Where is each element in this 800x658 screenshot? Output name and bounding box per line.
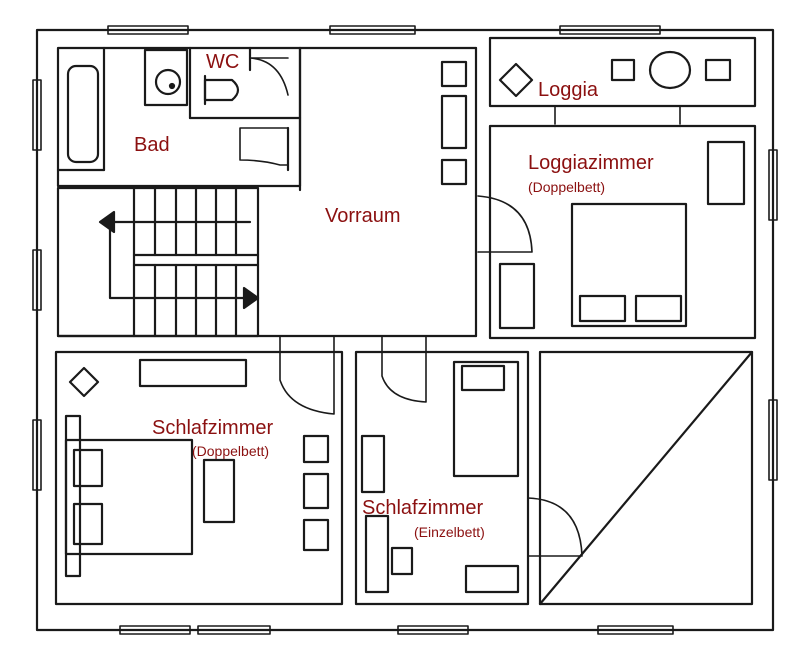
- window-top-bad: [107, 25, 189, 35]
- loggia-chair-2: [704, 58, 732, 82]
- schlafzimmer-2-wall: [354, 350, 530, 606]
- label-schlafzimmer-2: Schlafzimmer: [362, 497, 484, 519]
- outer-wall: [35, 28, 775, 632]
- window-right-1: [768, 149, 778, 221]
- washbasin: [143, 48, 189, 107]
- window-right-2: [768, 399, 778, 481]
- label-schlafzimmer-1: Schlafzimmer: [152, 417, 274, 439]
- window-left-3: [32, 419, 42, 491]
- schlafzimmer-1-double-bed: [64, 438, 194, 556]
- loggiazimmer-door: [477, 195, 533, 253]
- label-loggia: Loggia: [538, 79, 599, 101]
- loggia-chair-1: [610, 58, 636, 82]
- window-bottom-right: [597, 625, 674, 635]
- loggia-table: [648, 50, 692, 90]
- loggiazimmer-wardrobe: [706, 140, 746, 206]
- window-top-loggia: [559, 25, 661, 35]
- window-left-2: [32, 249, 42, 311]
- schlafzimmer-2-single-bed: [452, 360, 520, 478]
- window-left-1: [32, 79, 42, 151]
- loggiazimmer-wall: [488, 124, 757, 340]
- schlafzimmer-1-diamond: [68, 366, 100, 398]
- label-wc: WC: [206, 51, 240, 73]
- wardrobe-2: [440, 94, 468, 150]
- label-loggiazimmer: Loggiazimmer: [528, 152, 654, 174]
- window-bottom-left-1: [119, 625, 191, 635]
- wardrobe-3: [440, 158, 468, 186]
- schlafzimmer-1-sideboard: [138, 358, 248, 388]
- schlafzimmer-1-wall: [54, 350, 344, 606]
- window-bottom-left-2: [197, 625, 271, 635]
- loggiazimmer-desk: [498, 262, 536, 330]
- label-schlafzimmer-2-note: (Einzelbett): [414, 524, 485, 540]
- label-schlafzimmer-1-note: (Doppelbett): [192, 443, 270, 459]
- stair-steps: [153, 186, 238, 338]
- loggia-diamond: [498, 62, 534, 98]
- schlafzimmer-1-nightstand: [202, 458, 236, 524]
- loggiazimmer-double-bed: [570, 202, 688, 328]
- label-bad: Bad: [134, 134, 170, 156]
- loggia-wall: [488, 36, 757, 108]
- bad-door: [239, 127, 289, 166]
- shaft: [538, 350, 754, 606]
- washbasin-drain: [154, 68, 182, 96]
- toilet: [203, 78, 240, 102]
- window-bottom-middle: [397, 625, 469, 635]
- schlafzimmer-2-wardrobe: [360, 434, 386, 494]
- label-loggiazimmer-note: (Doppelbett): [528, 179, 606, 195]
- schlafzimmer-2-door: [381, 335, 427, 403]
- wardrobe-1: [440, 60, 468, 88]
- window-top-vorraum: [329, 25, 416, 35]
- schlafzimmer-2-door-right: [527, 497, 583, 557]
- stair-direction-arrow: [108, 220, 252, 300]
- bathtub: [66, 64, 100, 164]
- wc-door: [249, 57, 289, 96]
- stair-block: [56, 186, 260, 338]
- schlafzimmer-1-door: [279, 335, 335, 415]
- label-vorraum: Vorraum: [325, 205, 401, 227]
